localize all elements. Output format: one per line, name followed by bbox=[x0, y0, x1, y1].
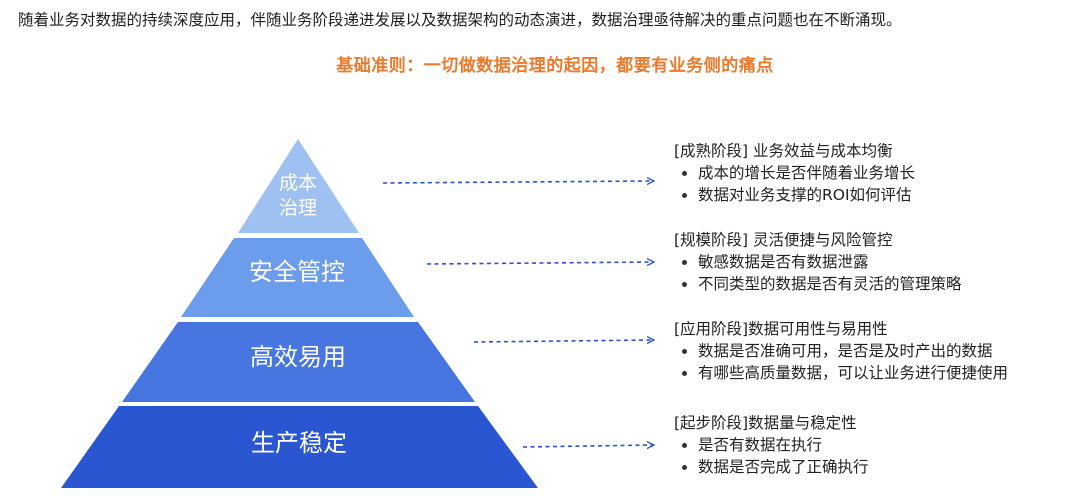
stage-scale: [规模阶段] 灵活便捷与风险管控 敏感数据是否有数据泄露 不同类型的数据是否有灵… bbox=[674, 229, 962, 295]
intro-paragraph: 随着业务对数据的持续深度应用，伴随业务阶段递进发展以及数据架构的动态演进，数据治… bbox=[18, 11, 902, 29]
stage-title: [应用阶段]数据可用性与易用性 bbox=[674, 320, 888, 338]
stage-bullet: 成本的增长是否伴随着业务增长 bbox=[674, 162, 915, 184]
stage-bullet: 数据是否准确可用，是否是及时产出的数据 bbox=[674, 340, 1008, 362]
pyramid-tier-production-stability bbox=[61, 406, 538, 488]
arrow-security-to-scale bbox=[426, 262, 653, 264]
pyramid-tier-cost-governance bbox=[238, 139, 359, 233]
stage-bullet: 有哪些高质量数据，可以让业务进行便捷使用 bbox=[674, 362, 1008, 384]
stage-title: [起步阶段]数据量与稳定性 bbox=[674, 414, 857, 432]
stage-bullet: 数据是否完成了正确执行 bbox=[674, 456, 869, 478]
tier-label-efficiency: 高效易用 bbox=[250, 343, 346, 371]
tier-label-stability: 生产稳定 bbox=[251, 429, 347, 457]
stage-bullet: 是否有数据在执行 bbox=[674, 434, 869, 456]
stage-title: [成熟阶段] 业务效益与成本均衡 bbox=[674, 142, 893, 160]
stage-bullet: 不同类型的数据是否有灵活的管理策略 bbox=[674, 273, 962, 295]
stage-application: [应用阶段]数据可用性与易用性 数据是否准确可用，是否是及时产出的数据 有哪些高… bbox=[674, 318, 1008, 384]
stage-title: [规模阶段] 灵活便捷与风险管控 bbox=[674, 231, 893, 249]
stage-bullet: 数据对业务支撑的ROI如何评估 bbox=[674, 184, 915, 206]
guiding-principle-subtitle: 基础准则：一切做数据治理的起因，都要有业务侧的痛点 bbox=[336, 56, 774, 76]
arrow-cost-to-mature bbox=[382, 181, 653, 183]
arrow-efficiency-to-application bbox=[473, 340, 653, 342]
stage-bullet: 敏感数据是否有数据泄露 bbox=[674, 251, 962, 273]
tier-label-cost-line1: 成本 bbox=[279, 172, 317, 194]
pyramid-tier-efficiency-usability bbox=[122, 322, 475, 402]
pyramid-tier-security-control bbox=[181, 238, 414, 317]
arrow-stability-to-startup bbox=[522, 445, 653, 447]
tier-label-cost-line2: 治理 bbox=[279, 197, 317, 219]
stage-mature: [成熟阶段] 业务效益与成本均衡 成本的增长是否伴随着业务增长 数据对业务支撑的… bbox=[674, 140, 915, 206]
tier-label-security: 安全管控 bbox=[249, 258, 345, 286]
stage-startup: [起步阶段]数据量与稳定性 是否有数据在执行 数据是否完成了正确执行 bbox=[674, 412, 869, 478]
